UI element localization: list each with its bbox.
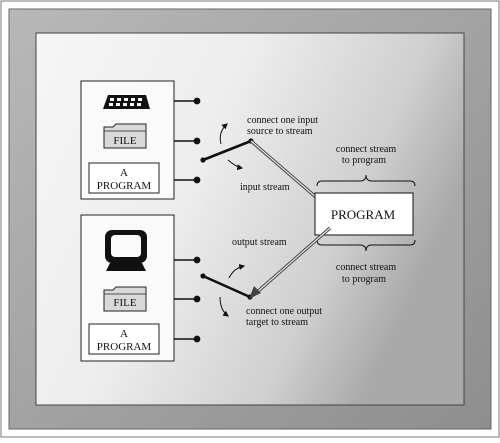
output-stream-arrow <box>249 226 332 299</box>
output-switch <box>200 264 253 317</box>
input-annotation-line2: source to stream <box>247 126 313 137</box>
output-connectors <box>174 256 201 343</box>
input-stream-label: input stream <box>240 182 290 193</box>
program-label: PROGRAM <box>331 207 396 222</box>
output-file-folder-icon: FILE <box>103 286 147 312</box>
input-program-label-line1: A <box>120 167 128 179</box>
output-program-label-line2: PROGRAM <box>97 341 152 353</box>
bottom-note-line2: to program <box>342 274 386 285</box>
monitor-icon <box>105 230 147 271</box>
input-annotation-line1: connect one input <box>247 115 318 126</box>
file-folder-icon: FILE <box>103 123 147 149</box>
program-box <box>314 192 414 236</box>
input-file-label: FILE <box>113 135 137 147</box>
output-program-box <box>88 323 160 355</box>
top-note-line1: connect stream <box>336 144 396 155</box>
top-brace <box>316 174 416 187</box>
output-program-label-line1: A <box>120 328 128 340</box>
input-program-label-line2: PROGRAM <box>97 180 152 192</box>
output-file-label: FILE <box>113 297 137 309</box>
bottom-brace <box>316 239 416 252</box>
bottom-note-line1: connect stream <box>336 262 396 273</box>
keyboard-icon <box>103 95 150 109</box>
output-stream-label: output stream <box>232 237 287 248</box>
output-annotation-line2: target to stream <box>246 317 308 328</box>
output-annotation-line1: connect one output <box>246 306 322 317</box>
input-connectors <box>174 97 201 184</box>
top-note-line2: to program <box>342 155 386 166</box>
input-program-box <box>88 162 160 194</box>
